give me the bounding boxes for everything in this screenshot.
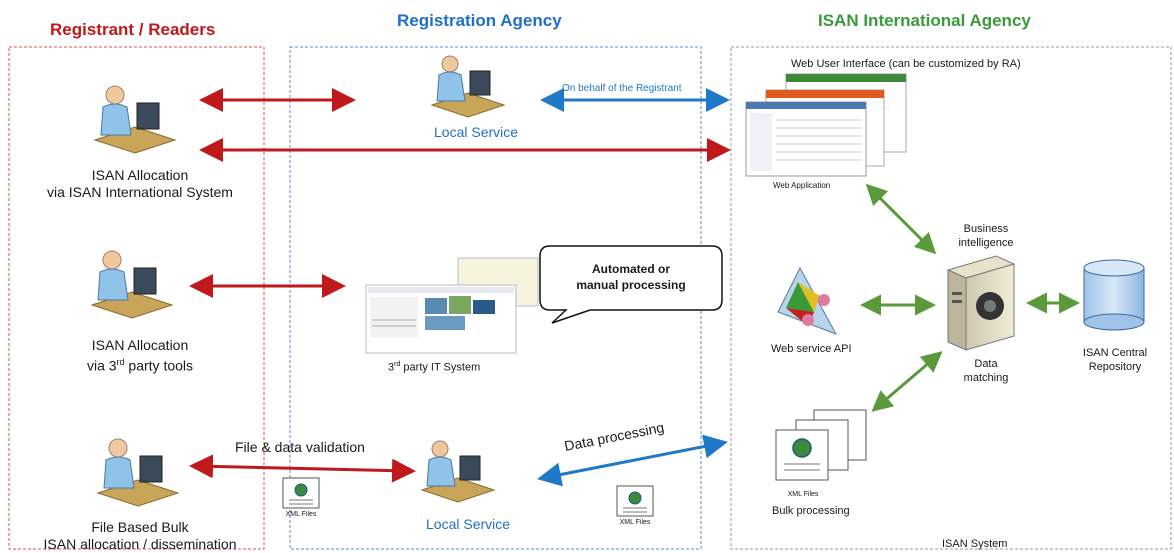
person-icon-allocation-2 [90, 250, 174, 319]
person-icon-local-service-bottom [420, 440, 496, 503]
bulk-line1: File Based Bulk [91, 519, 189, 535]
web-application-icon [745, 73, 907, 177]
registrant-panel [8, 46, 265, 550]
business-intelligence-label: Business intelligence [946, 222, 1026, 250]
third-party-system-label: 3rd party IT System [388, 361, 480, 374]
business-line2: intelligence [958, 237, 1014, 249]
callout-line2: manual processing [576, 278, 686, 292]
arrow-server-to-bulk [871, 351, 943, 412]
data-line1: Data [974, 358, 998, 370]
allocation-1-line1: ISAN Allocation [91, 167, 189, 183]
business-line1: Business [963, 223, 1009, 235]
registrant-header: Registrant / Readers [50, 20, 216, 39]
person-icon-bulk [96, 438, 180, 507]
allocation-2-line2: via 3rd party tools [40, 354, 240, 375]
bulk-processing-label: Bulk processing [772, 505, 850, 517]
international-header: ISAN International Agency [818, 11, 1031, 30]
xml-file-icon-left [282, 477, 320, 509]
callout-text: Automated or manual processing [545, 261, 717, 293]
repo-line1: ISAN Central [1082, 347, 1148, 359]
server-icon [946, 255, 1016, 351]
allocation-2-line2-pre: via 3 [86, 357, 117, 374]
xml-files-right-label: XML Files [619, 519, 651, 526]
arrow-web-app-to-server [865, 183, 937, 255]
allocation-1-label: ISAN Allocation via ISAN International S… [40, 167, 240, 201]
callout-line1: Automated or [592, 262, 670, 276]
arrow-local-service-to-bulk [537, 434, 728, 487]
allocation-2-sup: rd [116, 357, 125, 367]
third-party-system-icon [365, 257, 539, 354]
allocation-1-line2: via ISAN International System [47, 184, 233, 200]
third-party-sup: rd [394, 361, 401, 368]
web-service-api-label: Web service API [771, 343, 852, 355]
file-validation-label: File & data validation [235, 439, 365, 455]
person-icon-allocation-1 [93, 85, 177, 154]
bulk-files-icon [775, 409, 867, 481]
local-service-bottom-label: Local Service [426, 516, 511, 532]
arrow-bulk-to-local-service [189, 454, 416, 483]
isan-system-label: ISAN System [942, 538, 1008, 550]
repo-line2: Repository [1088, 361, 1142, 373]
repository-icon [1083, 259, 1145, 331]
allocation-2-label: ISAN Allocation via 3rd party tools [40, 337, 240, 375]
xml-files-left-label: XML Files [285, 511, 317, 518]
allocation-2-line1: ISAN Allocation [91, 337, 189, 353]
xml-file-icon-right [616, 485, 654, 517]
bulk-line2: ISAN allocation / dissemination [43, 536, 237, 552]
on-behalf-label: On behalf of the Registrant [562, 83, 682, 94]
data-line2: matching [963, 372, 1009, 384]
web-ui-label: Web User Interface (can be customized by… [791, 58, 1021, 70]
processing-callout [539, 245, 723, 324]
web-service-api-icon [777, 266, 838, 335]
data-matching-label: Data matching [946, 357, 1026, 385]
agency-header: Registration Agency [397, 11, 562, 30]
local-service-top-label: Local Service [434, 124, 519, 140]
web-application-label: Web Application [773, 181, 831, 190]
person-icon-local-service-top [430, 55, 506, 118]
third-party-post: party IT System [400, 361, 481, 374]
international-panel [730, 46, 1172, 550]
bulk-xml-files-label: XML Files [787, 491, 819, 498]
bulk-label: File Based Bulk ISAN allocation / dissem… [20, 519, 260, 553]
repository-label: ISAN Central Repository [1070, 346, 1160, 374]
third-party-pre: 3 [388, 361, 395, 374]
allocation-2-line2-post: party tools [124, 357, 194, 374]
